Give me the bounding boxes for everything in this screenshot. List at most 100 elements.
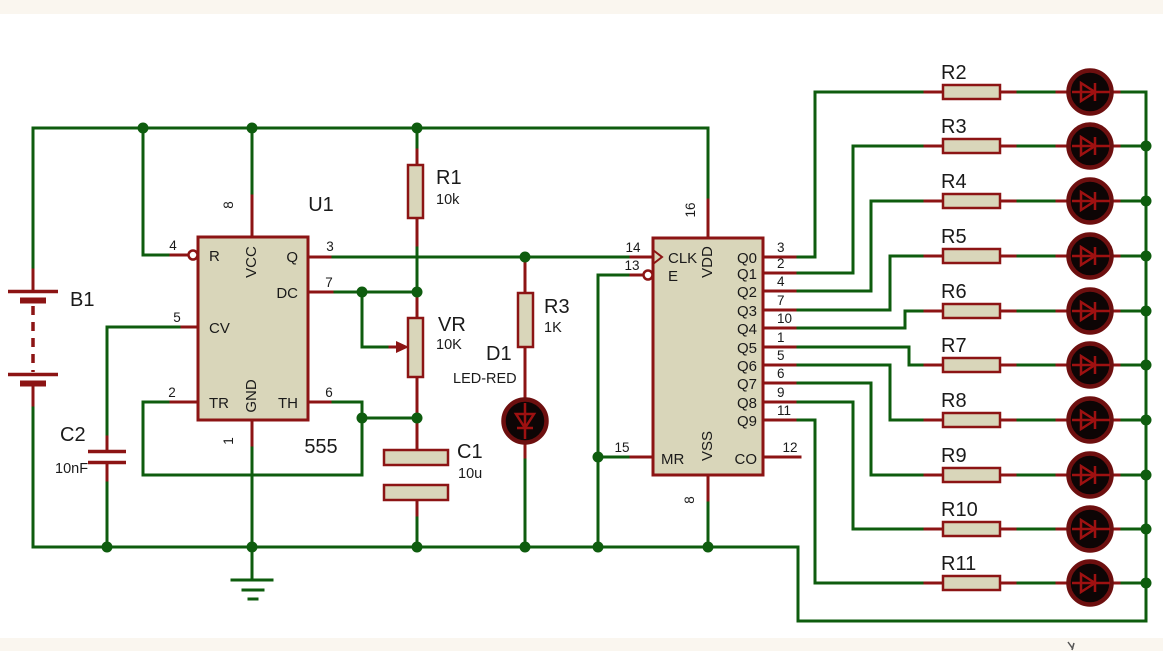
labels: U1 555 B1 C2 10nF R1 10k VR 10K R3 1K D1… — [55, 167, 798, 504]
ref-R11: R11 — [941, 553, 976, 575]
wire-Q5 — [796, 345, 927, 367]
capacitor-c1 — [382, 448, 450, 502]
capacitor-c2 — [88, 435, 126, 482]
ladder-row-R9: R9 6 — [761, 366, 1152, 499]
u1-pin-r: R — [209, 248, 220, 265]
ref-R6: R6 — [941, 281, 967, 303]
u1-num-2: 2 — [168, 385, 176, 400]
u2-pin-q3: Q3 — [737, 303, 757, 320]
ladder-row-R2: R23 — [761, 62, 1148, 259]
u2-num-7: 7 — [777, 293, 785, 308]
c2-ref: C2 — [60, 424, 86, 446]
page-edge-top — [0, 0, 1163, 14]
u2-pin-q0: Q0 — [737, 250, 757, 267]
u2-pin-clk: CLK — [668, 250, 697, 267]
u1-pin-cv: CV — [209, 320, 230, 337]
power-rail-top — [31, 126, 710, 272]
ladder-row-R4: R44 — [761, 171, 1152, 293]
u2-pin-mr: MR — [661, 451, 684, 468]
vr-value: 10K — [436, 337, 462, 353]
resistor-r1 — [406, 163, 425, 220]
ladder-row-R5: R57 — [761, 226, 1152, 312]
u2-num-9: 9 — [777, 385, 785, 400]
wire-reset — [141, 126, 173, 257]
u2-pin-q2: Q2 — [737, 284, 757, 301]
ladder-row-R7: R7 1 — [761, 330, 1152, 389]
clock-input-marker — [652, 247, 664, 267]
wiper-arrow — [396, 341, 409, 353]
wire-Q3 — [796, 254, 927, 312]
led-Q6 — [1066, 396, 1114, 444]
u2-pin-q5: Q5 — [737, 340, 757, 357]
u2-num-2: 2 — [777, 256, 785, 271]
u2-num-13: 13 — [624, 258, 639, 273]
wire-Q6 — [796, 363, 927, 422]
r3-ref: R3 — [544, 296, 570, 318]
resistor-r3 — [516, 291, 535, 349]
u1-num-8: 8 — [221, 201, 236, 209]
r1-value: 10k — [436, 192, 460, 208]
u2-pin-co: CO — [735, 451, 758, 468]
u2-num-12: 12 — [782, 440, 797, 455]
u2-pin-q9: Q9 — [737, 413, 757, 430]
u2-num-4: 4 — [777, 274, 785, 289]
resistor-R11 — [941, 574, 1002, 592]
u2-pin-e: E — [668, 268, 678, 285]
reset-inversion-bubble — [187, 249, 199, 261]
ref-R10: R10 — [941, 499, 978, 521]
ic-4017 — [642, 236, 765, 477]
battery-plate-short-top — [20, 297, 46, 304]
battery-plate-short-bottom — [20, 380, 46, 387]
led-d1 — [501, 397, 549, 445]
led-Q1 — [1066, 122, 1114, 170]
u1-num-3: 3 — [326, 239, 334, 254]
u2-num-10: 10 — [777, 311, 792, 326]
ref-R2: R2 — [941, 62, 967, 84]
ref-R7: R7 — [941, 335, 967, 357]
ladder-row-R3: R3 2 — [761, 116, 1152, 275]
led-Q5 — [1066, 341, 1114, 389]
u2-num-11: 11 — [777, 403, 791, 418]
u2-num-16: 16 — [683, 202, 698, 217]
battery-ref: B1 — [70, 289, 94, 311]
ground-symbol — [230, 578, 274, 601]
u1-num-1: 1 — [221, 437, 236, 445]
u1-pin-th: TH — [278, 395, 298, 412]
ref-R9: R9 — [941, 445, 967, 467]
c2-value: 10nF — [55, 461, 88, 477]
wire-Q4 — [796, 309, 927, 330]
led-Q9 — [1066, 559, 1114, 607]
u2-pin-q7: Q7 — [737, 376, 757, 393]
u1-num-6: 6 — [325, 385, 333, 400]
d1-value: LED-RED — [453, 371, 517, 387]
led-Q4 — [1066, 287, 1114, 335]
r1-ref: R1 — [436, 167, 462, 189]
led-Q0 — [1066, 68, 1114, 116]
resistor-R4 — [941, 192, 1002, 210]
u2-num-1: 1 — [777, 330, 785, 345]
enable-inversion-bubble — [642, 269, 654, 281]
u1-designator: U1 — [308, 194, 334, 216]
wire-e-mr-gnd — [596, 273, 633, 549]
led-Q8 — [1066, 505, 1114, 553]
u2-pin-vdd: VDD — [699, 246, 716, 278]
page-edge-bottom — [0, 638, 1163, 651]
resistor-R9 — [941, 466, 1002, 484]
resistor-R7 — [941, 356, 1002, 374]
u1-pin-vcc: VCC — [243, 246, 260, 278]
screen-artifact — [1067, 641, 1075, 651]
ladder-row-R6: R6 10 — [761, 281, 1152, 335]
u1-pin-tr: TR — [209, 395, 229, 412]
u1-part-number: 555 — [304, 436, 337, 458]
led-Q3 — [1066, 232, 1114, 280]
junction-dots — [101, 122, 714, 553]
u2-num-6: 6 — [777, 366, 785, 381]
resistor-R3 — [941, 137, 1002, 155]
ref-R8: R8 — [941, 390, 967, 412]
resistor-R5 — [941, 247, 1002, 265]
u1-pin-q: Q — [286, 249, 298, 266]
r3-value: 1K — [544, 320, 562, 336]
ref-R3: R3 — [941, 116, 967, 138]
